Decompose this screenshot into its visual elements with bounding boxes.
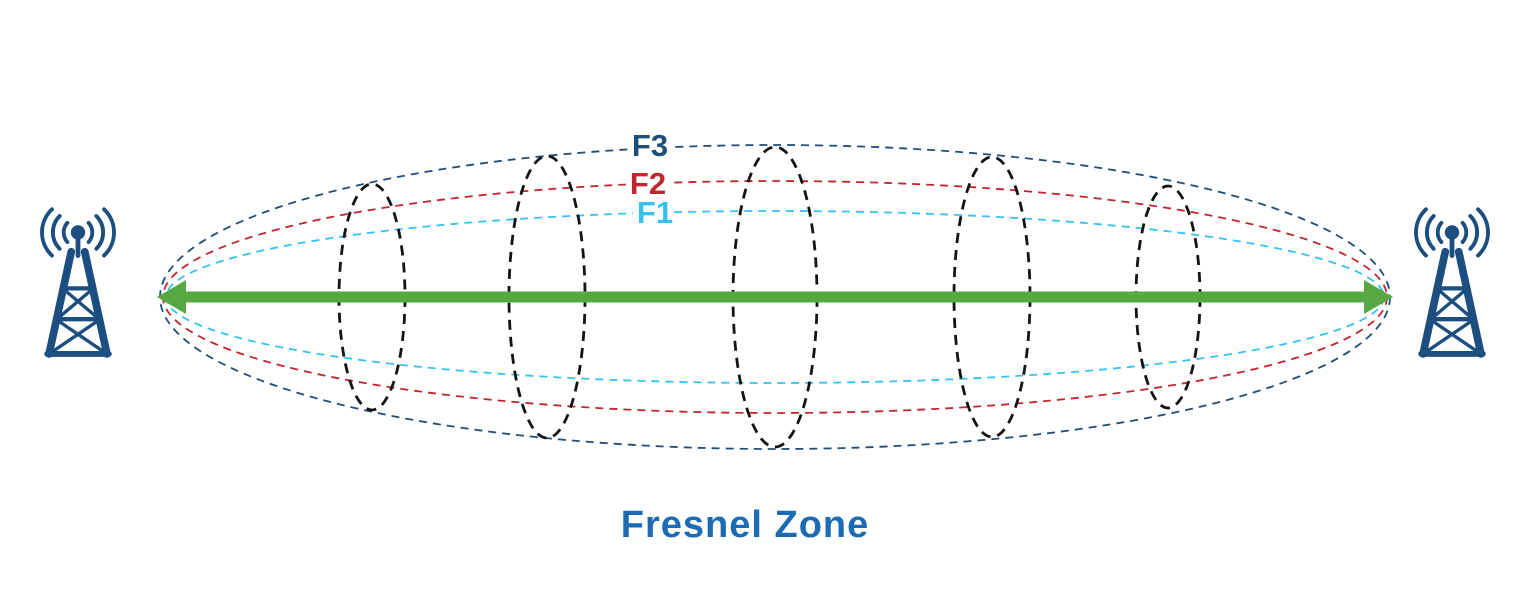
diagram-title: Fresnel Zone <box>621 504 870 546</box>
line-of-sight-arrow <box>157 280 1393 314</box>
arrowhead-right-icon <box>1364 280 1393 314</box>
radio-tower-icon <box>1416 209 1488 354</box>
arrowhead-left-icon <box>157 280 186 314</box>
transmitter-tower <box>42 209 114 354</box>
f3-label: F3 <box>632 128 668 163</box>
radio-tower-icon <box>42 209 114 354</box>
zone-labels: F3 F2 F1 <box>624 122 679 236</box>
receiver-tower <box>1416 209 1488 354</box>
f2-label: F2 <box>630 166 666 201</box>
f1-label: F1 <box>637 195 673 230</box>
